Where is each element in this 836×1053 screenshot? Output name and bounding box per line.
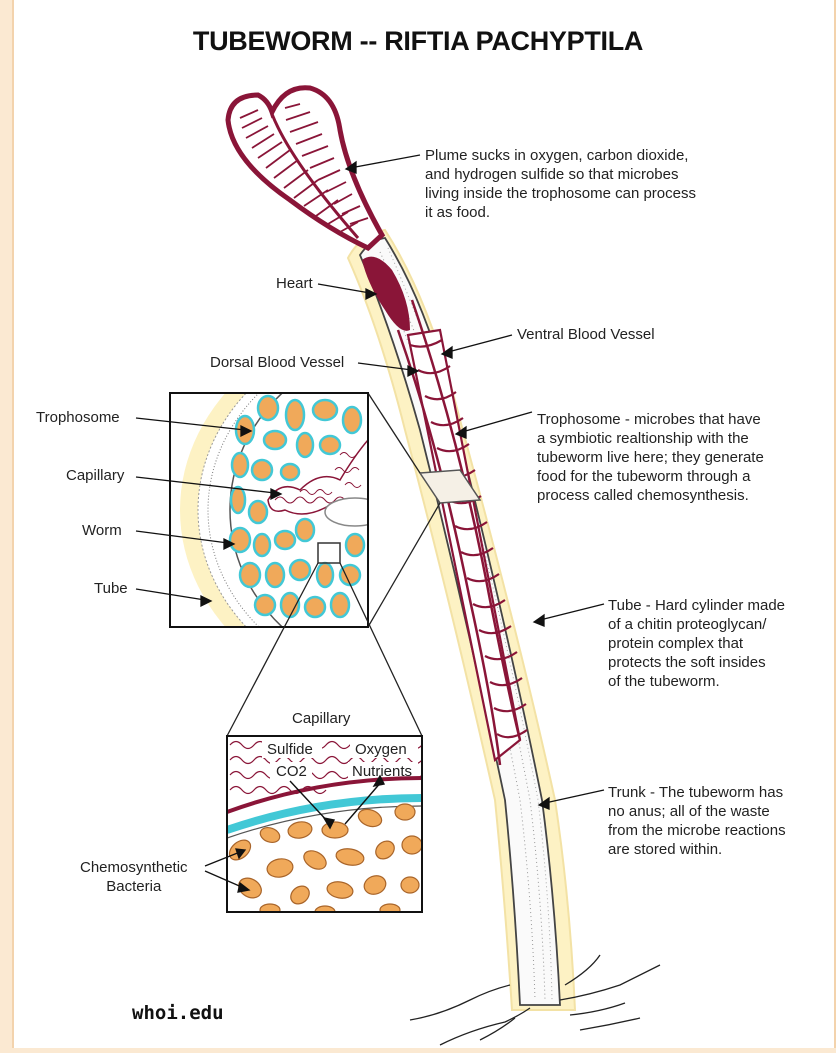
inset-trophosome-label: Trophosome — [36, 408, 120, 427]
tube-line: of a chitin proteoglycan/ — [608, 615, 785, 634]
inset-worm-label: Worm — [82, 521, 122, 540]
trunk-description: Trunk - The tubeworm has no anus; all of… — [608, 783, 786, 859]
trunk-line: from the microbe reactions — [608, 821, 786, 840]
trophosome-chambers — [408, 330, 520, 760]
trophosome-line: tubeworm live here; they generate — [537, 448, 764, 467]
tube-line: Tube - Hard cylinder made — [608, 596, 785, 615]
dorsal-blood-vessel-label: Dorsal Blood Vessel — [210, 353, 344, 372]
bacteria-line: Bacteria — [80, 877, 188, 896]
chemosynthetic-bacteria-label: Chemosynthetic Bacteria — [80, 858, 188, 896]
trunk-line: Trunk - The tubeworm has — [608, 783, 786, 802]
trophosome-line: food for the tubeworm through a — [537, 467, 764, 486]
detail-capillary-label: Capillary — [292, 709, 350, 728]
ventral-blood-vessel-label: Ventral Blood Vessel — [517, 325, 655, 344]
plume-label-line: it as food. — [425, 203, 696, 222]
tube-line: of the tubeworm. — [608, 672, 785, 691]
tube-description: Tube - Hard cylinder made of a chitin pr… — [608, 596, 785, 691]
trunk-line: no anus; all of the waste — [608, 802, 786, 821]
plume-label-line: living inside the trophosome can process — [425, 184, 696, 203]
oxygen-label: Oxygen — [355, 740, 407, 759]
tube-line: protein complex that — [608, 634, 785, 653]
inset-tube-label: Tube — [94, 579, 128, 598]
heart-label: Heart — [276, 274, 313, 293]
tube-line: protects the soft insides — [608, 653, 785, 672]
plume — [228, 88, 382, 248]
trophosome-description: Trophosome - microbes that have a symbio… — [537, 410, 764, 505]
trophosome-line: process called chemosynthesis. — [537, 486, 764, 505]
trophosome-line: a symbiotic realtionship with the — [537, 429, 764, 448]
co2-label: CO2 — [276, 762, 307, 781]
nutrients-label: Nutrients — [352, 762, 412, 781]
sulfide-label: Sulfide — [267, 740, 313, 759]
bacteria-line: Chemosynthetic — [80, 858, 188, 877]
plume-label: Plume sucks in oxygen, carbon dioxide, a… — [425, 146, 696, 222]
plume-label-line: Plume sucks in oxygen, carbon dioxide, — [425, 146, 696, 165]
plume-label-line: and hydrogen sulfide so that microbes — [425, 165, 696, 184]
source-credit: whoi.edu — [132, 1002, 224, 1024]
trunk-line: are stored within. — [608, 840, 786, 859]
trophosome-line: Trophosome - microbes that have — [537, 410, 764, 429]
inset-capillary-label: Capillary — [66, 466, 124, 485]
